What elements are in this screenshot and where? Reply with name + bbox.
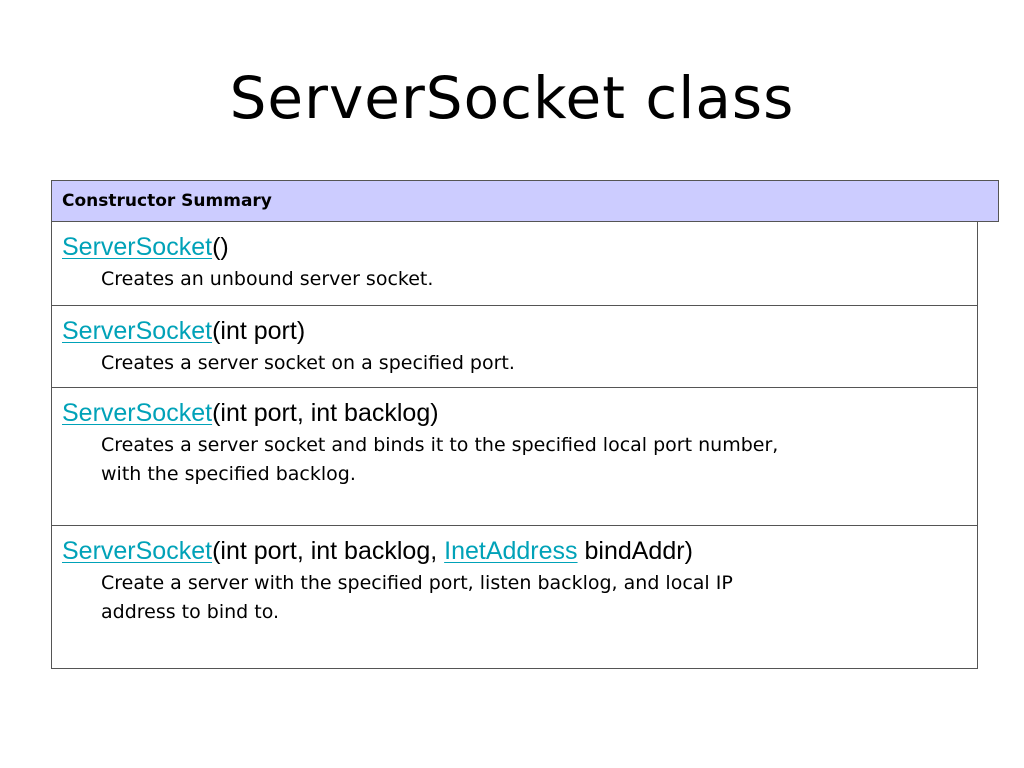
constructor-description: Create a server with the specified port,… (62, 569, 967, 627)
constructor-signature: ServerSocket(int port, int backlog) (62, 398, 967, 428)
constructor-params: (int port, int backlog) (212, 399, 439, 427)
constructor-description: Creates a server socket and binds it to … (62, 431, 967, 489)
constructor-row: ServerSocket() Creates an unbound server… (52, 222, 977, 305)
serversocket-link[interactable]: ServerSocket (62, 537, 213, 565)
constructor-summary-label: Constructor Summary (62, 191, 272, 211)
serversocket-link[interactable]: ServerSocket (62, 233, 213, 261)
constructor-params: () (212, 233, 229, 261)
description-line: with the specified backlog. (101, 463, 356, 485)
constructor-params-tail: bindAddr) (577, 537, 693, 565)
serversocket-link[interactable]: ServerSocket (62, 317, 213, 345)
description-line: Creates a server socket and binds it to … (101, 434, 779, 456)
constructor-summary-header: Constructor Summary (51, 180, 999, 222)
constructor-summary-table: ServerSocket() Creates an unbound server… (51, 222, 978, 669)
constructor-signature: ServerSocket(int port) (62, 316, 967, 346)
constructor-params: (int port) (212, 317, 306, 345)
description-line: Create a server with the specified port,… (101, 572, 733, 594)
constructor-params: (int port, int backlog, (212, 537, 445, 565)
description-line: Creates an unbound server socket. (101, 268, 434, 290)
constructor-signature: ServerSocket() (62, 232, 967, 262)
description-line: Creates a server socket on a specified p… (101, 352, 515, 374)
inetaddress-link[interactable]: InetAddress (444, 537, 578, 565)
constructor-signature: ServerSocket(int port, int backlog, Inet… (62, 536, 967, 566)
constructor-description: Creates an unbound server socket. (62, 265, 967, 294)
description-line: address to bind to. (101, 601, 280, 623)
constructor-row: ServerSocket(int port, int backlog, Inet… (52, 525, 977, 668)
page-title: ServerSocket class (229, 64, 795, 132)
constructor-row: ServerSocket(int port, int backlog) Crea… (52, 387, 977, 525)
constructor-row: ServerSocket(int port) Creates a server … (52, 305, 977, 387)
constructor-description: Creates a server socket on a specified p… (62, 349, 967, 378)
serversocket-link[interactable]: ServerSocket (62, 399, 213, 427)
